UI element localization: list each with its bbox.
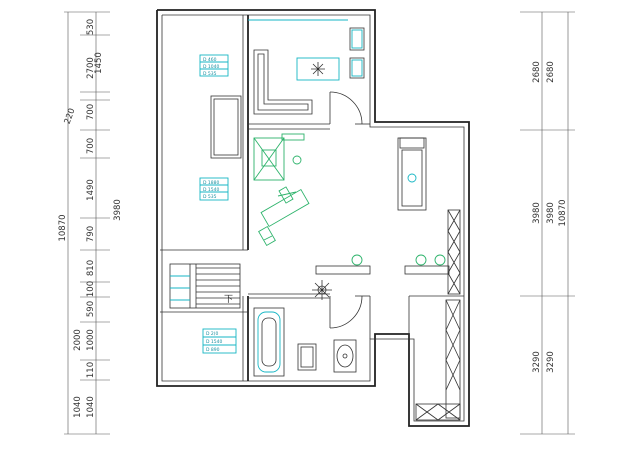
coffee-table [296,57,340,81]
tag-row: D 1540 [206,339,222,345]
dim-left-inner: 700 [86,138,96,154]
dim-right-outer: 3980 [532,202,542,224]
dim-right-outer: 2680 [532,61,542,83]
dim-right-inner: 3980 [546,202,556,224]
plant-icon [311,62,325,76]
tag-row: D 535 [203,71,217,77]
tag-row: D 1540 [203,187,219,193]
dim-left-outer: 3980 [113,199,123,221]
treadmill [397,137,427,211]
bench-press [258,186,310,247]
dim-left-inner: 1450 [94,52,104,74]
bar-stool [434,254,446,266]
tag-row: D 1040 [203,64,219,70]
plant-icon [312,280,332,300]
dim-left-inner: 1040 [86,396,96,418]
washbasin [333,339,357,373]
tall-cabinet-right [447,209,461,295]
weight-machine [253,133,305,181]
bar-stool [351,254,363,266]
sofa [248,19,348,115]
dim-left-outer: 530 [86,19,96,35]
side-cabinets [349,27,365,79]
tag-row: D 460 [203,57,217,63]
tag-room-1: D 460 D 1040 D 535 [199,54,229,77]
dim-left-inner: 700 [86,104,96,120]
interior-walls [160,15,464,381]
staircase: 下 [169,263,241,309]
door-top [329,91,363,125]
tag-row: D 535 [203,194,217,200]
bar-stool [415,254,427,266]
outer-walls [156,9,470,427]
dim-left-inner: 790 [86,226,96,242]
dim-left-outer: 2000 [73,329,83,351]
tag-row: D 890 [206,347,220,353]
dim-left-total: 10870 [58,214,68,241]
dim-left-outer: 220 [63,107,78,126]
right-dimension-chain: 2680 3980 3290 2680 3980 3290 10870 [520,11,575,435]
tag-row: D 2(0 [206,331,219,337]
window-left [210,95,242,159]
dim-left-inner: 590 [86,301,96,317]
dim-left-inner: 100 [86,281,96,297]
dim-left-inner: 1490 [86,179,96,201]
storage-cabinet-bottom-right [415,299,461,421]
dim-left-inner: 1000 [86,329,96,351]
dim-right-outer: 3290 [532,351,542,373]
dim-left-outer: 810 [86,260,96,276]
tag-room-3: D 2(0 D 1540 D 890 [202,328,237,354]
dim-left-inner: 110 [86,362,96,378]
dim-right-total: 10870 [558,199,568,226]
dim-left-outer: 1040 [73,396,83,418]
stair-direction-label: 下 [224,295,233,305]
left-dimension-chain: 10870 530 2700 220 3980 810 2000 1040 14… [58,11,123,435]
tag-room-2: D 1880 D 1540 D 535 [199,177,229,201]
bathtub [253,307,285,377]
dim-right-inner: 2680 [546,61,556,83]
bar-counter [315,254,450,275]
dim-right-inner: 3290 [546,351,556,373]
tag-row: D 1880 [203,180,219,186]
dim-left-outer: 2700 [86,57,96,79]
toilet [297,343,317,371]
door-bath [329,295,363,329]
